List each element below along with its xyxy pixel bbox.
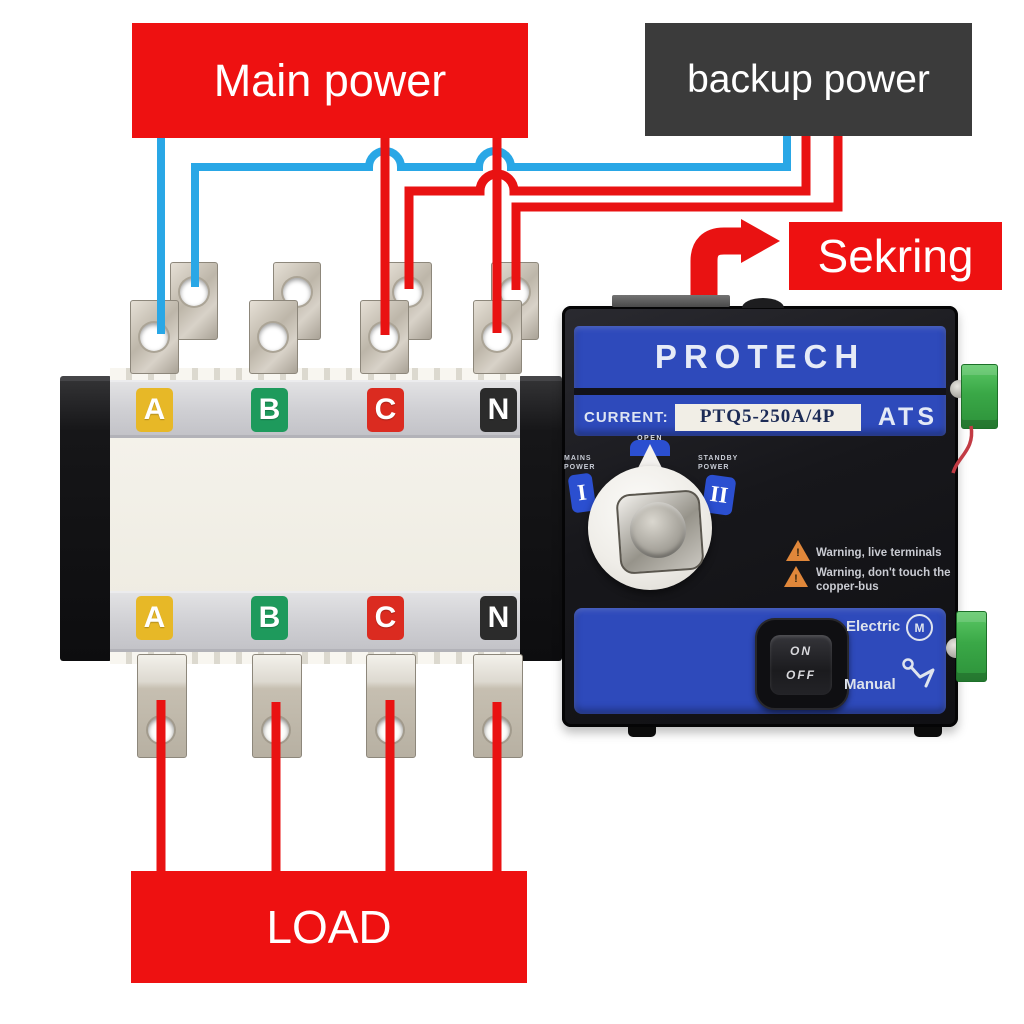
device-top-tab [612, 295, 730, 307]
power-rocker-switch: ON OFF [770, 635, 832, 695]
lug-hole [263, 717, 289, 743]
lug-hole [259, 323, 287, 351]
ats-controller: PROTECH CURRENT: PTQ5-250A/4P ATS OPEN M… [562, 295, 958, 737]
phase-badge-a-bottom: A [136, 596, 173, 640]
terminal-lug-bottom-c [366, 654, 416, 758]
phase-badge-a-top: A [136, 388, 173, 432]
terminal-lug-top-b-main [249, 300, 298, 374]
lug-hole [483, 323, 511, 351]
device-foot [914, 727, 942, 737]
on-label: ON [790, 644, 812, 658]
current-row: CURRENT: PTQ5-250A/4P ATS [574, 402, 946, 432]
phase-badge-n-bottom: N [480, 596, 517, 640]
current-label: CURRENT: [584, 408, 669, 426]
backup-power-label-box: backup power [645, 23, 972, 136]
device-top-panel: PROTECH CURRENT: PTQ5-250A/4P ATS [574, 326, 946, 436]
green-terminal-bottom [956, 611, 987, 682]
rotary-open-label: OPEN [637, 435, 663, 442]
main-power-label-box: Main power [132, 23, 528, 138]
lug-hole [140, 323, 168, 351]
warning-text-1: Warning, live terminals [816, 547, 942, 559]
phase-badge-n-top: N [480, 388, 517, 432]
manual-mode-label: Manual [844, 676, 896, 693]
phase-badge-c-top: C [367, 388, 404, 432]
bottom-phase-band [110, 591, 520, 652]
brand-row: PROTECH [574, 326, 946, 395]
power-switch-bezel: ON OFF [755, 618, 849, 710]
electric-motor-icon: M [906, 614, 933, 641]
terminal-lug-top-n-main [473, 300, 522, 374]
warning-text-2: Warning, don't touch the copper-bus [816, 567, 951, 594]
model-plate: PTQ5-250A/4P [674, 403, 861, 431]
sekring-label: Sekring [817, 230, 974, 282]
terminal-lug-bottom-b [252, 654, 302, 758]
lug-hole [484, 717, 510, 743]
wire-backup-c-red [404, 132, 811, 289]
switch-left-rail [60, 376, 112, 661]
phase-badge-b-top: B [251, 388, 288, 432]
lug-hole [180, 278, 208, 306]
warning-exclamation-icon: ! [796, 547, 800, 559]
warning-triangle-icon [786, 540, 810, 561]
switch-right-rail [518, 376, 562, 661]
rotary-mains-label: MAINS POWER [564, 455, 596, 472]
brand-label: PROTECH [654, 338, 866, 375]
terminal-lug-bottom-n [473, 654, 523, 758]
sekring-arrow-shaft [690, 227, 741, 297]
rotary-bolt-disc [630, 502, 686, 558]
load-label: LOAD [266, 901, 392, 953]
load-label-box: LOAD [131, 871, 527, 983]
device-bottom-panel: ON OFF Electric M Manual [574, 608, 946, 714]
lug-hole [370, 323, 398, 351]
electric-mode-label: Electric [846, 618, 901, 635]
phase-badge-c-bottom: C [367, 596, 404, 640]
manual-crank-icon [902, 658, 935, 688]
phase-badge-b-bottom: B [251, 596, 288, 640]
top-teeth-strip [110, 368, 520, 382]
warning-exclamation-icon: ! [794, 573, 798, 585]
transfer-switch-body: A B C N A B C N [110, 368, 520, 664]
device-top-button [742, 298, 784, 308]
lug-hole [377, 717, 403, 743]
green-terminal-top [961, 364, 998, 429]
terminal-lug-top-c-main [360, 300, 409, 374]
rotary-standby-label: STANDBY POWER [698, 455, 739, 472]
top-phase-band [110, 380, 520, 438]
terminal-lug-bottom-a [137, 654, 187, 758]
warning-triangle-icon [784, 566, 808, 587]
backup-power-label: backup power [687, 57, 930, 101]
off-label: OFF [786, 668, 816, 682]
bottom-teeth-strip [110, 652, 520, 664]
lug-hole [148, 717, 174, 743]
ats-type-label: ATS [877, 402, 938, 431]
sekring-label-box: Sekring [789, 222, 1002, 290]
device-foot [628, 727, 656, 737]
terminal-lug-top-a-main [130, 300, 179, 374]
sekring-arrow-head-icon [741, 219, 780, 263]
main-power-label: Main power [213, 54, 447, 106]
